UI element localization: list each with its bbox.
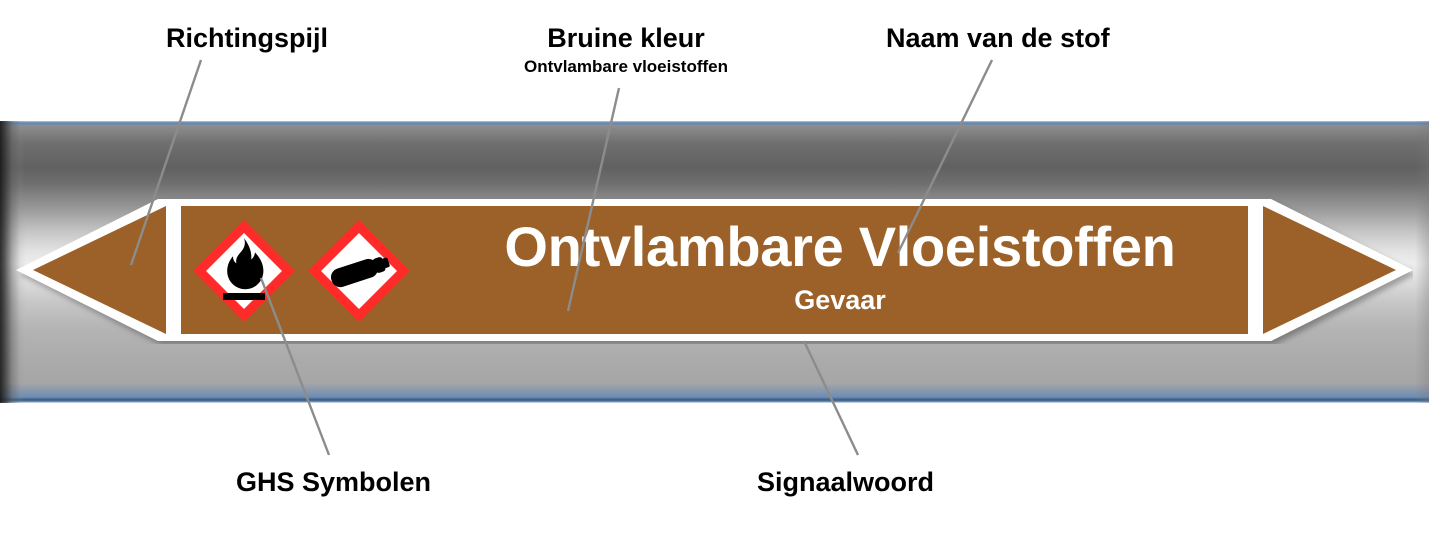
- gas-cylinder-pictogram: [305, 217, 413, 325]
- callout-signal-word: Signaalwoord: [757, 467, 935, 498]
- callout-brown-color-subtitle: Ontvlambare vloeistoffen: [523, 56, 729, 76]
- callout-brown-color: Bruine kleur Ontvlambare vloeistoffen: [505, 23, 747, 76]
- pipe-left-end-cap: [0, 121, 26, 403]
- callout-ghs-symbols: GHS Symbolen: [236, 467, 432, 498]
- direction-arrow-left: [33, 206, 166, 334]
- gas-cylinder-glyph: [330, 257, 390, 288]
- callout-substance-name-title: Naam van de stof: [886, 23, 1110, 53]
- callout-direction-arrow: Richtingspijl: [166, 23, 328, 54]
- callout-brown-color-title: Bruine kleur: [547, 23, 705, 53]
- pipe-right-end-shadow: [1415, 121, 1429, 403]
- callout-signal-word-title: Signaalwoord: [757, 467, 935, 497]
- callout-substance-name: Naam van de stof: [886, 23, 1110, 54]
- flame-over-line-pictogram: [190, 217, 298, 325]
- callout-direction-arrow-title: Richtingspijl: [166, 23, 328, 53]
- flame-glyph: [223, 238, 265, 300]
- callout-ghs-symbols-title: GHS Symbolen: [236, 467, 432, 497]
- direction-arrow-right: [1263, 206, 1396, 334]
